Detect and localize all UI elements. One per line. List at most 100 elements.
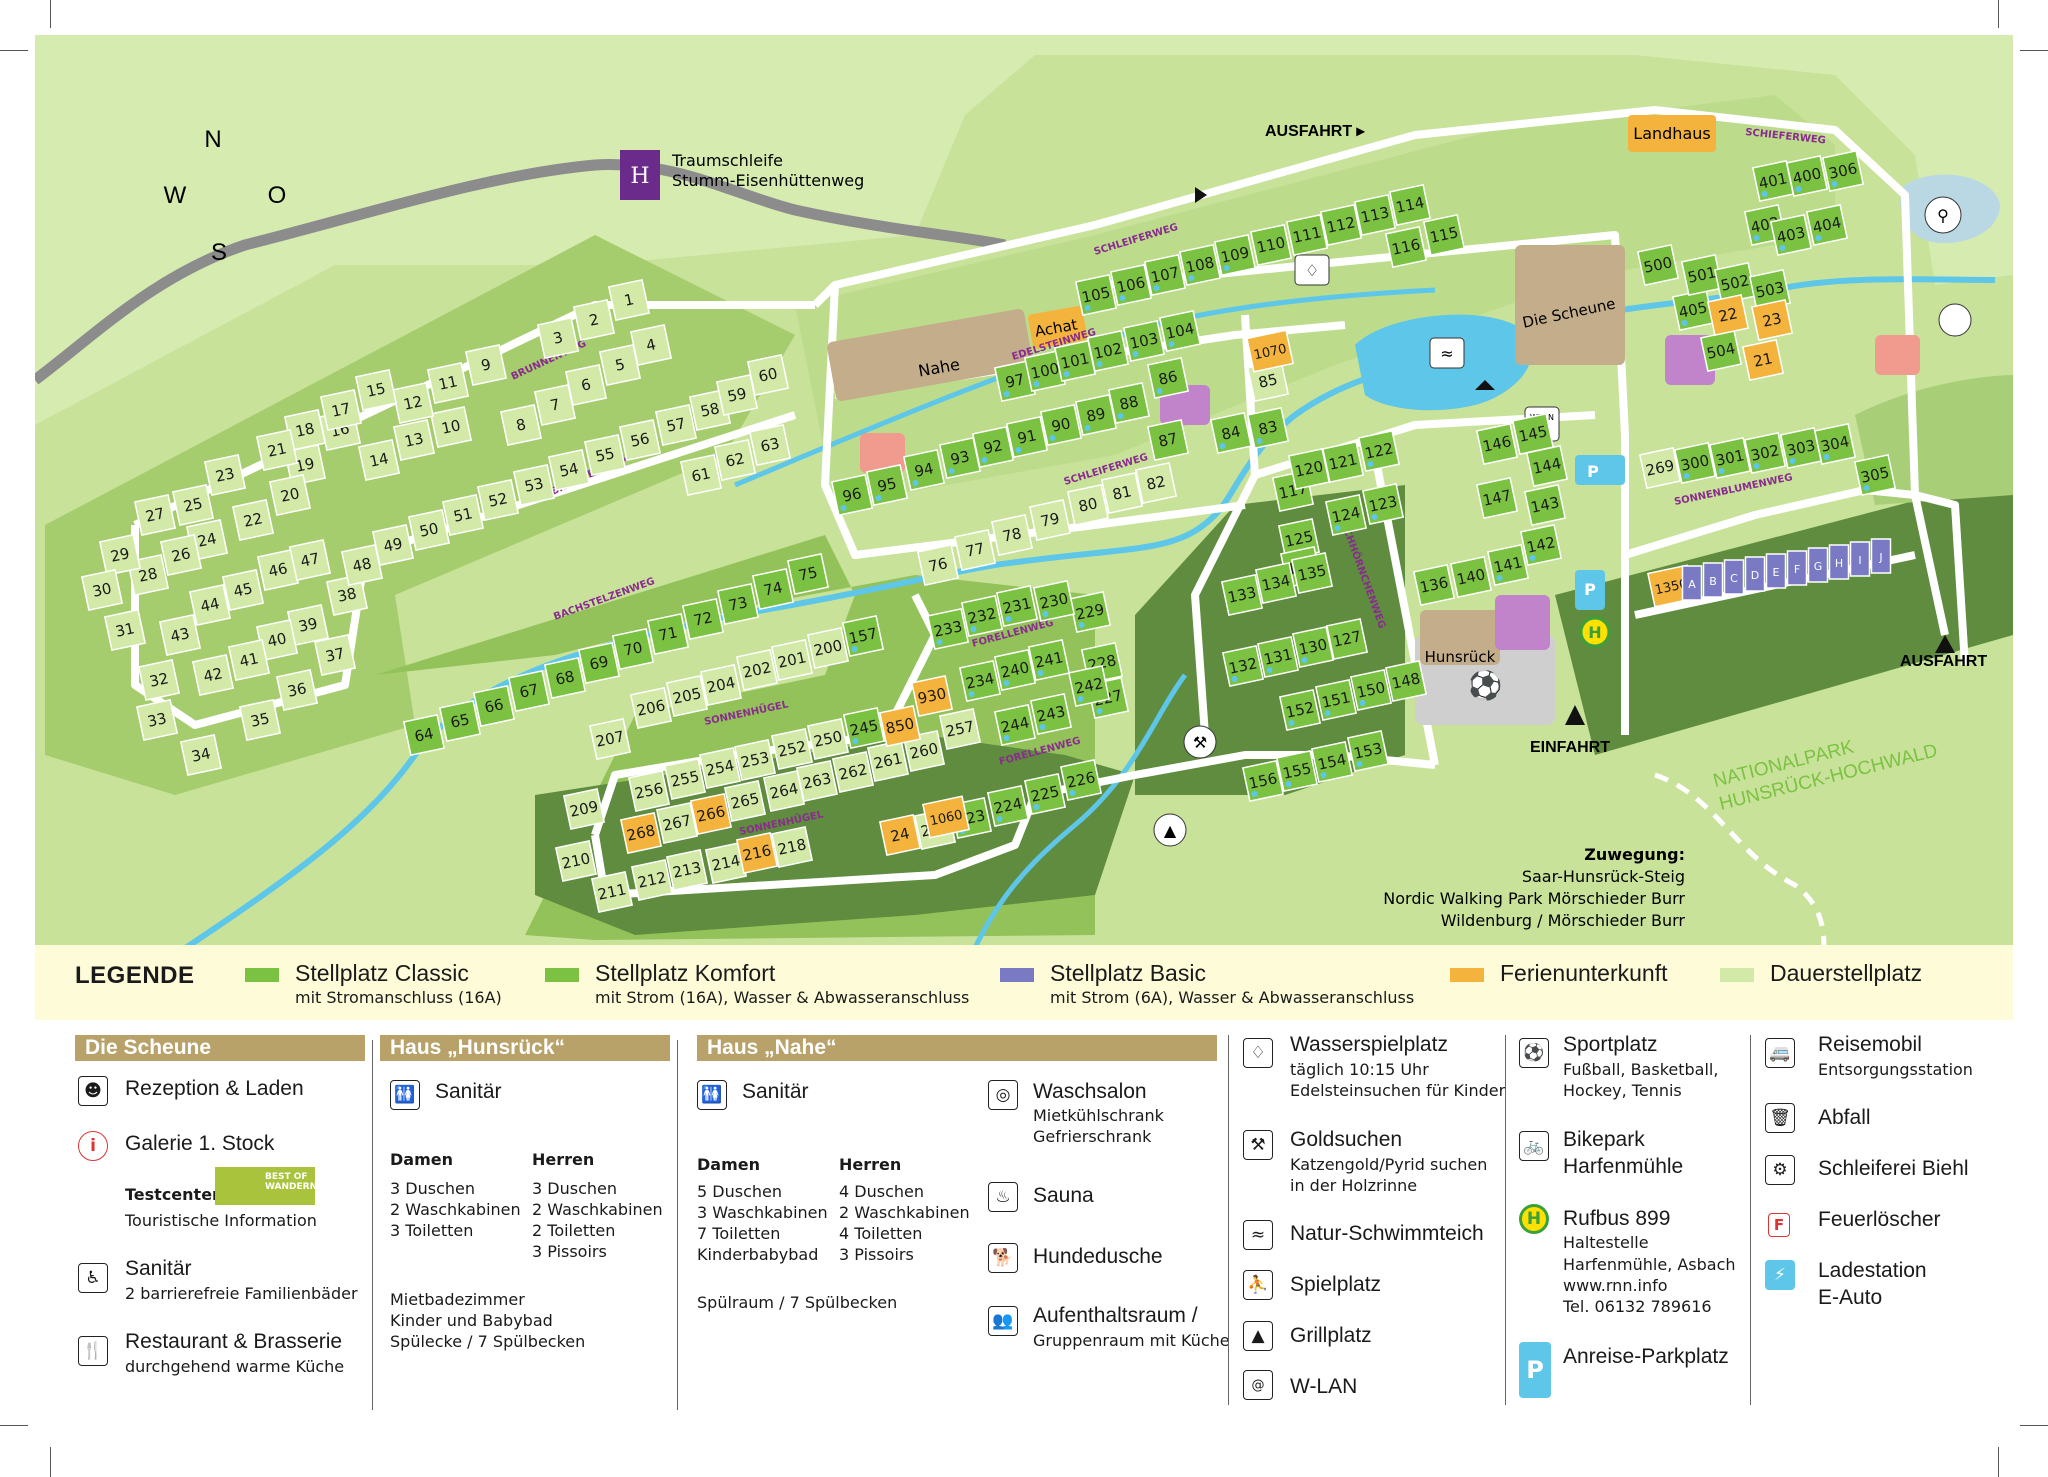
pitch-68[interactable]: 68 (543, 656, 587, 700)
pitch-21[interactable]: 21 (1741, 338, 1785, 382)
pitch-301[interactable]: 301 (1708, 436, 1752, 480)
pitch-114[interactable]: 114 (1388, 183, 1432, 227)
pitch-300[interactable]: 300 (1673, 441, 1717, 485)
pitch-72[interactable]: 72 (681, 597, 725, 641)
pitch-157[interactable]: 157 (841, 614, 885, 658)
pitch-202[interactable]: 202 (735, 648, 779, 692)
pitch-140[interactable]: 140 (1449, 555, 1493, 599)
pitch-116[interactable]: 116 (1384, 225, 1428, 269)
pitch-G[interactable]: G (1807, 547, 1829, 583)
pitch-1[interactable]: 1 (607, 278, 651, 322)
pitch-23[interactable]: 23 (1750, 298, 1794, 342)
pitch-105[interactable]: 105 (1074, 273, 1118, 317)
pitch-23[interactable]: 23 (203, 453, 247, 497)
pitch-405[interactable]: 405 (1671, 288, 1715, 332)
pitch-102[interactable]: 102 (1086, 329, 1130, 373)
pitch-60[interactable]: 60 (746, 353, 790, 397)
pitch-204[interactable]: 204 (699, 663, 743, 707)
pitch-15[interactable]: 15 (354, 368, 398, 412)
pitch-401[interactable]: 401 (1751, 159, 1795, 203)
pitch-134[interactable]: 134 (1254, 561, 1298, 605)
pitch-95[interactable]: 95 (865, 463, 909, 507)
pitch-403[interactable]: 403 (1769, 213, 1813, 257)
pitch-252[interactable]: 252 (770, 727, 814, 771)
pitch-501[interactable]: 501 (1680, 253, 1724, 297)
pitch-82[interactable]: 82 (1134, 461, 1178, 505)
pitch-5[interactable]: 5 (598, 343, 642, 387)
pitch-130[interactable]: 130 (1291, 625, 1335, 669)
pitch-150[interactable]: 150 (1349, 668, 1393, 712)
pitch-226[interactable]: 226 (1059, 758, 1103, 802)
pitch-37[interactable]: 37 (313, 633, 357, 677)
pitch-71[interactable]: 71 (646, 612, 690, 656)
pitch-115[interactable]: 115 (1422, 213, 1466, 257)
pitch-244[interactable]: 244 (993, 703, 1037, 747)
pitch-53[interactable]: 53 (512, 463, 556, 507)
pitch-69[interactable]: 69 (577, 641, 621, 685)
pitch-262[interactable]: 262 (831, 750, 875, 794)
pitch-216[interactable]: 216 (735, 831, 779, 875)
pitch-211[interactable]: 211 (590, 870, 634, 914)
pitch-267[interactable]: 267 (655, 801, 699, 845)
pitch-305[interactable]: 305 (1853, 453, 1897, 497)
pitch-111[interactable]: 111 (1285, 213, 1329, 257)
pitch-234[interactable]: 234 (958, 659, 1002, 703)
pitch-103[interactable]: 103 (1122, 319, 1166, 363)
pitch-255[interactable]: 255 (663, 757, 707, 801)
pitch-113[interactable]: 113 (1353, 193, 1397, 237)
pitch-106[interactable]: 106 (1109, 263, 1153, 307)
pitch-500[interactable]: 500 (1636, 243, 1680, 287)
pitch-145[interactable]: 145 (1511, 412, 1555, 456)
pitch-25[interactable]: 25 (171, 483, 215, 527)
pitch-44[interactable]: 44 (188, 583, 232, 627)
pitch-224[interactable]: 224 (986, 784, 1030, 828)
pitch-24[interactable]: 24 (185, 518, 229, 562)
pitch-94[interactable]: 94 (902, 448, 946, 492)
pitch-70[interactable]: 70 (611, 627, 655, 671)
pitch-57[interactable]: 57 (654, 403, 698, 447)
pitch-1070[interactable]: 1070 (1246, 329, 1294, 373)
pitch-64[interactable]: 64 (402, 713, 446, 757)
pitch-93[interactable]: 93 (938, 436, 982, 480)
pitch-41[interactable]: 41 (227, 638, 271, 682)
pitch-55[interactable]: 55 (583, 433, 627, 477)
pitch-32[interactable]: 32 (137, 658, 181, 702)
pitch-206[interactable]: 206 (629, 686, 673, 730)
pitch-261[interactable]: 261 (866, 739, 910, 783)
pitch-65[interactable]: 65 (438, 699, 482, 743)
pitch-92[interactable]: 92 (971, 425, 1015, 469)
pitch-156[interactable]: 156 (1241, 759, 1285, 803)
pitch-245[interactable]: 245 (842, 706, 886, 750)
pitch-151[interactable]: 151 (1314, 678, 1358, 722)
pitch-218[interactable]: 218 (770, 825, 814, 869)
pitch-22[interactable]: 22 (231, 498, 275, 542)
pitch-135[interactable]: 135 (1290, 551, 1334, 595)
pitch-303[interactable]: 303 (1779, 426, 1823, 470)
pitch-257[interactable]: 257 (938, 707, 982, 751)
pitch-146[interactable]: 146 (1475, 422, 1519, 466)
pitch-254[interactable]: 254 (698, 746, 742, 790)
pitch-8[interactable]: 8 (499, 403, 543, 447)
pitch-88[interactable]: 88 (1107, 381, 1151, 425)
pitch-110[interactable]: 110 (1249, 223, 1293, 267)
pitch-107[interactable]: 107 (1143, 253, 1187, 297)
pitch-80[interactable]: 80 (1066, 483, 1110, 527)
pitch-302[interactable]: 302 (1743, 431, 1787, 475)
pitch-24[interactable]: 24 (878, 813, 922, 857)
pitch-49[interactable]: 49 (371, 523, 415, 567)
pitch-201[interactable]: 201 (770, 638, 814, 682)
pitch-E[interactable]: E (1765, 553, 1787, 589)
pitch-268[interactable]: 268 (619, 811, 663, 855)
pitch-63[interactable]: 63 (748, 423, 792, 467)
pitch-850[interactable]: 850 (878, 704, 922, 748)
building-hunsrueck[interactable] (1420, 610, 1500, 665)
pitch-256[interactable]: 256 (627, 769, 671, 813)
pitch-147[interactable]: 147 (1475, 476, 1519, 520)
pitch-104[interactable]: 104 (1158, 309, 1202, 353)
pitch-2[interactable]: 2 (572, 298, 616, 342)
building-landhaus[interactable] (1628, 115, 1716, 152)
pitch-404[interactable]: 404 (1805, 203, 1849, 247)
pitch-209[interactable]: 209 (562, 787, 606, 831)
pitch-13[interactable]: 13 (392, 418, 436, 462)
